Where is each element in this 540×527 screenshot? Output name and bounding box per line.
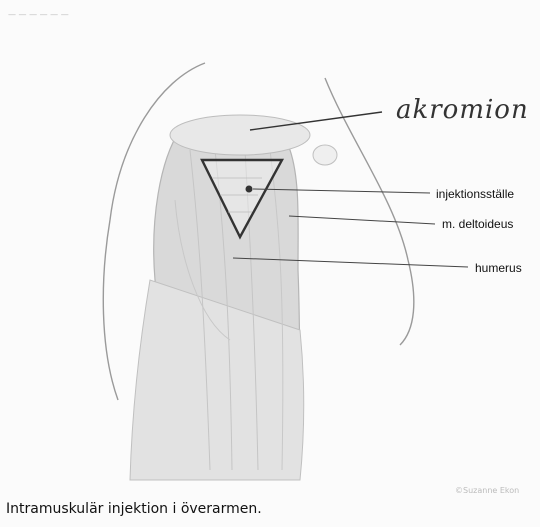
akromion-label: akromion bbox=[396, 95, 529, 125]
illustration-credit: ©Suzanne Ekon bbox=[455, 486, 519, 495]
faint-header-text: — — — — — — bbox=[8, 10, 69, 19]
figure-caption: Intramuskulär injektion i överarmen. bbox=[6, 501, 262, 517]
deltoid-label: m. deltoideus bbox=[442, 217, 513, 231]
humerus-label: humerus bbox=[475, 261, 522, 275]
injection-site-dot bbox=[246, 186, 253, 193]
injection-site-label: injektionsställe bbox=[436, 187, 514, 201]
deltoid-leader bbox=[289, 216, 435, 224]
